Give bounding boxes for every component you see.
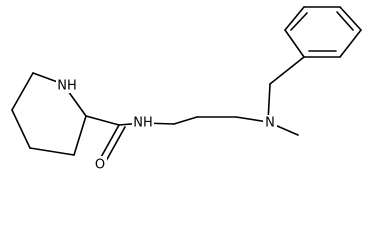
single-bond bbox=[85, 115, 120, 126]
aromatic-bond bbox=[339, 6, 362, 31]
aromatic-inner-bond bbox=[290, 12, 308, 31]
label-mask bbox=[132, 115, 154, 131]
amide-nitrogen-label: NH bbox=[133, 116, 153, 131]
aromatic-inner-bond bbox=[336, 11, 354, 31]
bond-layer bbox=[11, 6, 362, 162]
chain-bond bbox=[173, 116, 198, 125]
atom-label-layer: NH NH N O bbox=[56, 77, 277, 173]
benzyl-bond bbox=[269, 56, 305, 85]
carbonyl-double-bond bbox=[105, 126, 126, 162]
label-mask bbox=[56, 77, 78, 93]
label-mask bbox=[93, 156, 107, 172]
ring-nitrogen-label: NH bbox=[57, 79, 77, 94]
carbonyl-oxygen-label: O bbox=[95, 158, 105, 173]
amine-nitrogen-label: N bbox=[265, 116, 275, 131]
ring-bond bbox=[11, 109, 31, 149]
aromatic-bond bbox=[284, 29, 305, 58]
label-mask bbox=[263, 115, 277, 131]
aromatic-bond bbox=[339, 29, 362, 58]
chain-bond bbox=[235, 116, 269, 123]
ring-bond bbox=[29, 147, 75, 156]
ring-bond bbox=[73, 115, 87, 156]
ring-bond bbox=[11, 72, 34, 111]
structure-diagram: NH NH N O bbox=[11, 6, 362, 173]
carbonyl-double-bond bbox=[99, 124, 120, 160]
aromatic-bond bbox=[284, 6, 305, 31]
